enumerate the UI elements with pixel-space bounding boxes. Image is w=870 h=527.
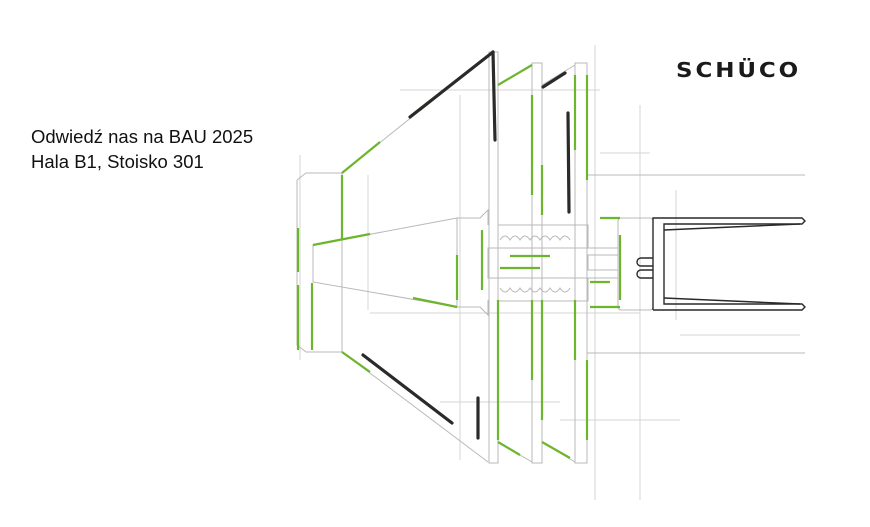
dark-accent-lines	[361, 50, 571, 440]
event-caption: Odwiedź nas na BAU 2025 Hala B1, Stoisko…	[31, 124, 253, 174]
profile-outline	[296, 51, 805, 464]
accent-lines	[296, 64, 622, 459]
schuco-logo: SCHÜCO	[676, 58, 802, 82]
event-line: Odwiedź nas na BAU 2025	[31, 126, 254, 147]
booth-line: Hala B1, Stoisko 301	[31, 151, 204, 172]
construction-lines	[299, 45, 800, 500]
frame-profile	[636, 217, 806, 311]
